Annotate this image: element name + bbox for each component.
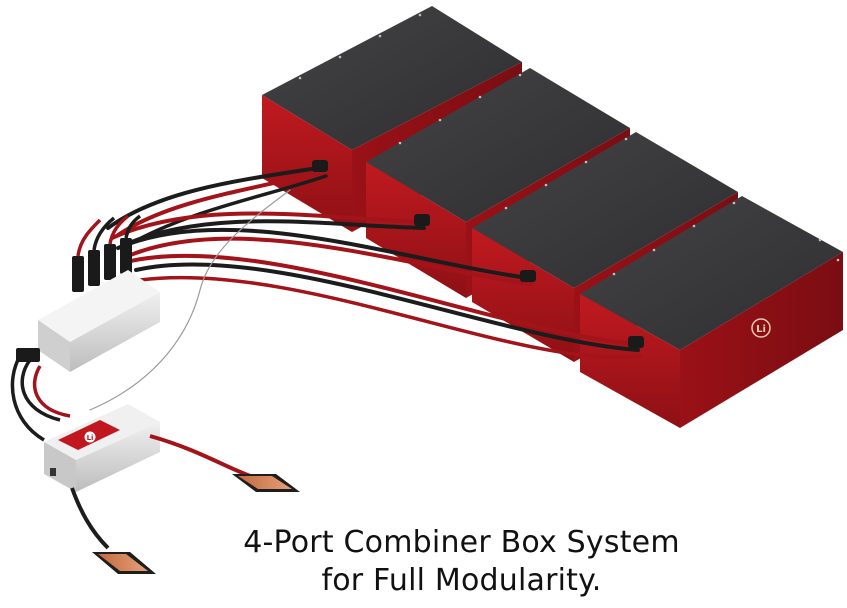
caption-line-2: for Full Modularity. xyxy=(321,563,602,598)
combiner-output-plug xyxy=(16,348,40,362)
battery-screws xyxy=(298,13,840,276)
combiner-plugs xyxy=(72,238,132,292)
controller-box: Li xyxy=(44,404,160,492)
battery-connectors xyxy=(312,160,644,348)
bus-bar-2 xyxy=(92,552,156,574)
combiner-feed-cables xyxy=(76,214,142,257)
battery-logo-text: Li xyxy=(756,324,766,335)
battery-module-4 xyxy=(580,196,843,428)
combiner-box xyxy=(38,270,160,372)
controller-logo-text: Li xyxy=(87,434,94,442)
battery-logo: Li xyxy=(751,318,771,338)
caption-line-1: 4-Port Combiner Box System xyxy=(243,525,680,560)
combiner-output-cables xyxy=(10,355,71,442)
battery-cables xyxy=(89,166,642,411)
bus-bar-1 xyxy=(232,474,300,492)
